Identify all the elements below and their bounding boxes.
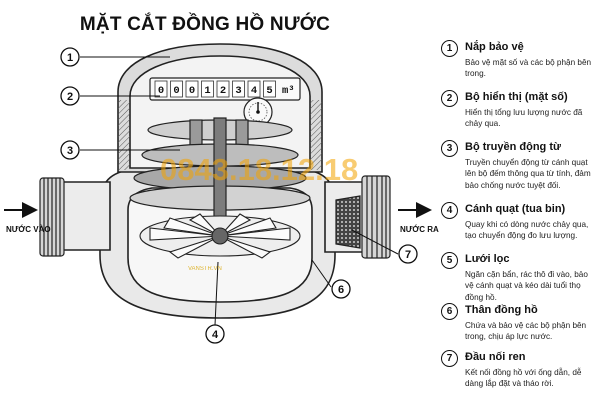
inlet-thread (39, 177, 65, 257)
odometer-cell (154, 80, 168, 98)
odometer-digit: 1 (204, 85, 210, 97)
callout-4: 4 (205, 324, 225, 344)
legend-number: 3 (441, 140, 458, 157)
legend-description: Ngăn cặn bẩn, rác thô đi vào, bảo vệ cán… (465, 270, 588, 302)
svg-text:4: 4 (212, 329, 219, 341)
odometer-cell (170, 80, 183, 98)
legend-description: Chứa và bảo vệ các bộ phận bên trong, ch… (465, 321, 587, 342)
legend-number: 6 (441, 303, 458, 320)
odometer-digit: 4 (251, 85, 257, 97)
counter-unit: m³ (282, 85, 295, 97)
callout-6: 6 (331, 279, 351, 299)
legend-title: Cánh quạt (tua bin) (465, 203, 566, 215)
watermark-phone: 0843.18.12.18 (160, 152, 358, 187)
odometer-cell (216, 80, 230, 98)
legend-number: 7 (441, 350, 458, 367)
odometer-cell (247, 80, 261, 98)
legend-number: 1 (441, 40, 458, 57)
svg-text:2: 2 (67, 91, 73, 103)
svg-text:6: 6 (338, 284, 344, 296)
legend-description: Bảo vệ mặt số và các bộ phận bên trong. (465, 58, 592, 79)
outlet-thread-connector (361, 175, 391, 259)
impeller (139, 213, 301, 259)
odometer-cell (201, 80, 214, 98)
legend-title: Bộ hiển thị (mặt số) (465, 91, 568, 103)
legend-number: 5 (441, 252, 458, 269)
legend-description: Truyền chuyển động từ cánh quạt lên bộ đ… (465, 158, 591, 190)
svg-text:3: 3 (67, 145, 73, 157)
svg-text:7: 7 (405, 249, 411, 261)
outlet-label: NƯỚC RA (400, 225, 439, 234)
legend-title: Bộ truyền động từ (465, 141, 561, 153)
magnetic-drive (129, 117, 311, 247)
inlet-flow-arrow: NƯỚC VÀO (4, 202, 51, 234)
legend-title: Thân đồng hồ (465, 304, 538, 316)
odometer-cell (232, 80, 245, 98)
callout-7: 7 (398, 244, 418, 264)
callout-3: 3 (60, 140, 80, 160)
legend-number: 4 (441, 202, 458, 219)
legend-title: Lưới lọc (465, 253, 510, 265)
odometer-digit: 2 (220, 85, 226, 97)
odometer-cell (185, 80, 199, 98)
strainer-mesh (335, 195, 361, 249)
outlet-flow-arrow: NƯỚC RA (398, 202, 439, 234)
odometer-digit: 0 (158, 85, 164, 97)
svg-text:1: 1 (67, 52, 73, 64)
legend-number: 2 (441, 90, 458, 107)
legend-description: Kết nối đồng hồ với ống dẫn, dễ dàng lắp… (465, 368, 582, 389)
legend-title: Nắp bảo vệ (465, 41, 524, 53)
odometer-digit: 3 (235, 85, 241, 97)
callout-1: 1 (60, 47, 80, 67)
legend-description: Hiển thị tổng lưu lượng nước đã chảy qua… (465, 108, 583, 129)
odometer-cell (263, 80, 276, 98)
inlet-label: NƯỚC VÀO (6, 225, 51, 234)
watermark-small: VANSTR.VN (188, 266, 222, 272)
legend-title: Đầu nối ren (465, 351, 526, 363)
diagram-title: MẶT CẮT ĐỒNG HỒ NƯỚC (79, 14, 331, 35)
odometer-digit: 0 (173, 85, 179, 97)
odometer-digit: 5 (266, 85, 272, 97)
odometer-digit: 0 (189, 85, 195, 97)
leader-lines (80, 56, 399, 326)
legend-description: Quay khi có dòng nước chảy qua, tạo chuy… (465, 220, 589, 241)
callout-2: 2 (60, 86, 80, 106)
